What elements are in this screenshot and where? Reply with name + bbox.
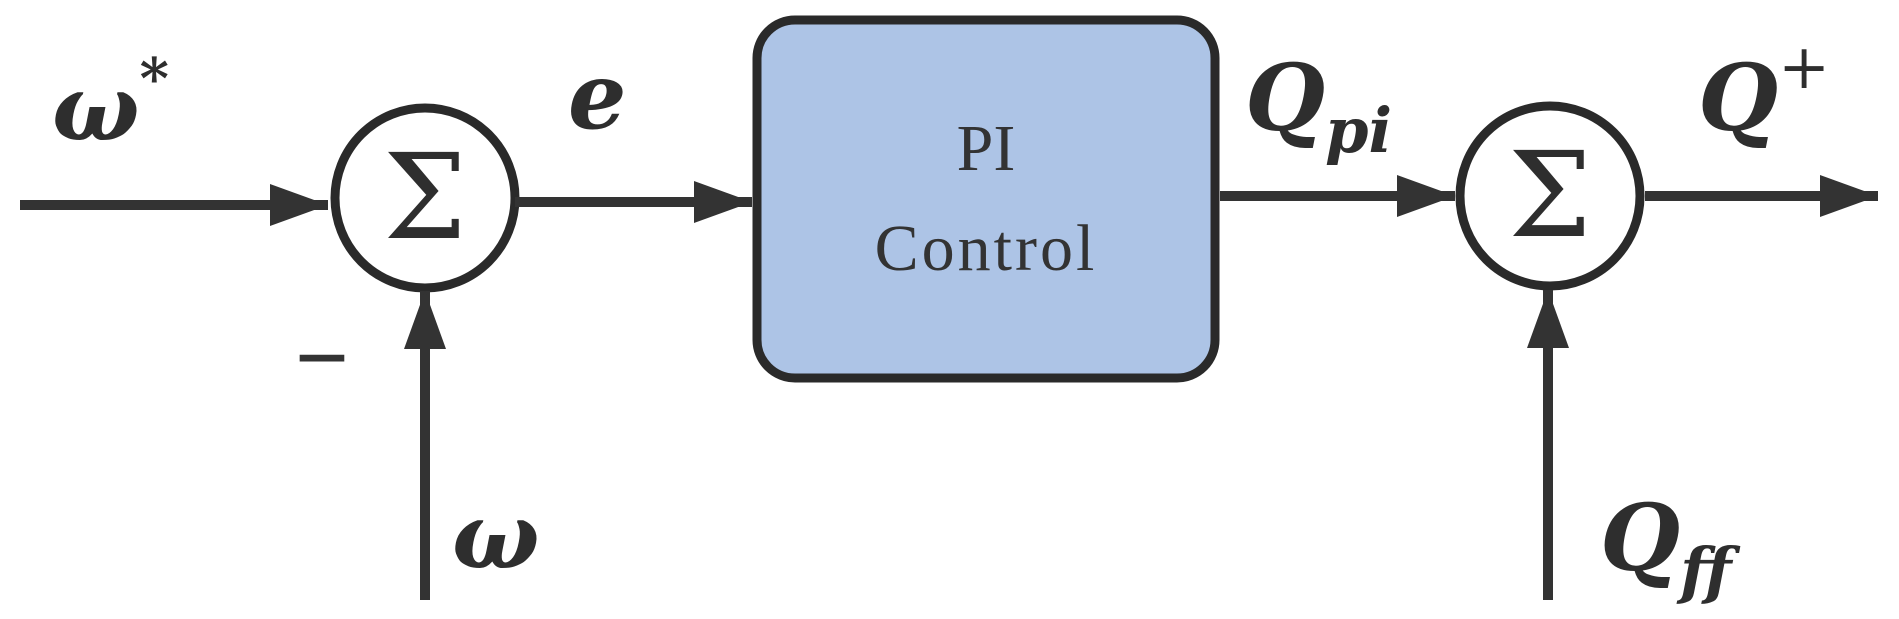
pi-block-label-line2: Control [875, 212, 1098, 285]
feedback-label: ω [452, 482, 540, 590]
error-label: e [568, 42, 627, 150]
pi-output-label: Qpi [1245, 44, 1392, 167]
feedforward-label: Qff [1600, 484, 1741, 607]
output-label: Q+ [1698, 30, 1830, 152]
summing-junction-1-symbol: Σ [383, 128, 466, 266]
pi-block-label-line1: PI [957, 112, 1016, 185]
reference-label: ω* [52, 46, 169, 162]
summing-junction-1: Σ [330, 103, 520, 293]
feedback-minus-sign: − [295, 304, 350, 411]
summing-junction-2: Σ [1455, 101, 1645, 291]
pi-control-block: PI Control [752, 15, 1220, 383]
summing-junction-2-symbol: Σ [1508, 126, 1591, 264]
